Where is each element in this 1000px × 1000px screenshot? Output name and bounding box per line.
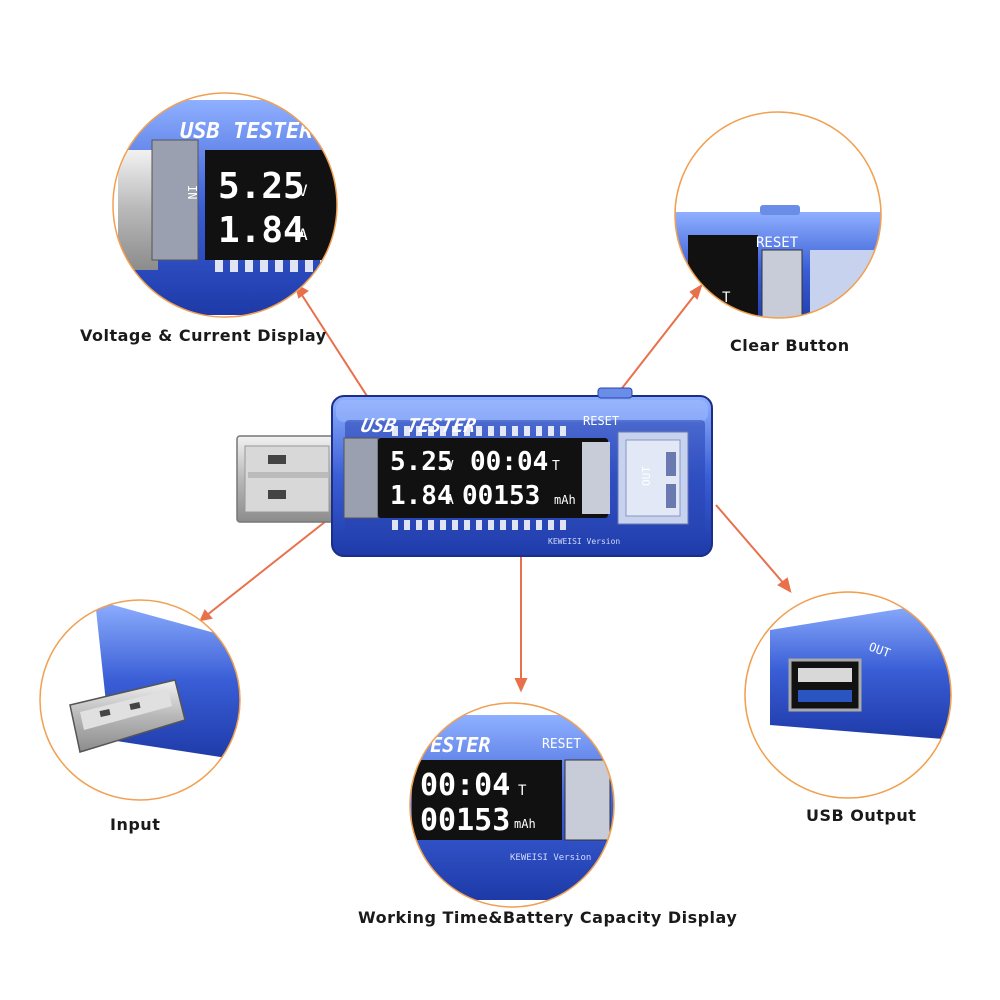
callout-current-unit: A — [298, 225, 308, 244]
caption-clear-button: Clear Button — [730, 336, 850, 355]
time-unit: T — [552, 459, 560, 474]
usb-male-plug — [236, 435, 338, 523]
usb-female-port — [617, 431, 689, 525]
time-value: 00:04 — [470, 447, 548, 477]
callout-out-label: OUT — [867, 640, 892, 661]
callout-in-label: IN — [185, 185, 199, 199]
callout-input — [39, 599, 241, 801]
lcd-screen — [378, 438, 608, 518]
callout-time-unit: T — [722, 290, 731, 306]
callout-current-value: 1.84 — [218, 210, 305, 251]
callout-voltage-current: USB TESTER 5.25 V 1.84 A IN — [112, 92, 338, 318]
current-unit: A — [446, 493, 454, 508]
callout-voltage-value: 5.25 — [218, 166, 305, 207]
caption-working-time: Working Time&Battery Capacity Display — [358, 908, 738, 927]
callout-usb-output: OUT — [744, 591, 952, 799]
callout-voltage-unit: V — [298, 181, 308, 200]
current-value: 1.84 — [390, 481, 453, 511]
callout-brand-label: USB TESTER — [180, 119, 312, 144]
callout-time-unit-2: T — [518, 783, 527, 799]
brand-label: USB TESTER — [359, 414, 478, 437]
reset-label: RESET — [583, 414, 619, 428]
caption-voltage-current: Voltage & Current Display — [80, 326, 327, 345]
capacity-unit: mAh — [554, 493, 576, 507]
caption-input: Input — [110, 815, 161, 834]
voltage-unit: V — [446, 459, 454, 474]
callout-capacity-value: 00153 — [420, 803, 510, 838]
capacity-value: 00153 — [462, 481, 540, 511]
callout-reset-label: RESET — [756, 235, 799, 251]
callout-reset-label-2: RESET — [542, 737, 581, 752]
out-label: OUT — [640, 466, 653, 486]
callout-working-time: USB TESTER RESET 00:04 T 00153 mAh KEWEI… — [409, 702, 615, 908]
callout-version-label: KEWEISI Version — [510, 853, 591, 863]
caption-usb-output: USB Output — [806, 806, 917, 825]
reset-button[interactable] — [597, 387, 633, 399]
callout-capacity-unit: mAh — [514, 817, 536, 831]
usb-tester-device: USB TESTER RESET 5.25 V 00:04 T 1.84 A 0… — [236, 387, 713, 557]
version-label: KEWEISI Version — [548, 537, 620, 546]
voltage-value: 5.25 — [390, 447, 453, 477]
callout-time-value: 00:04 — [420, 768, 510, 803]
callout-clear-button: RESET T — [674, 111, 882, 319]
